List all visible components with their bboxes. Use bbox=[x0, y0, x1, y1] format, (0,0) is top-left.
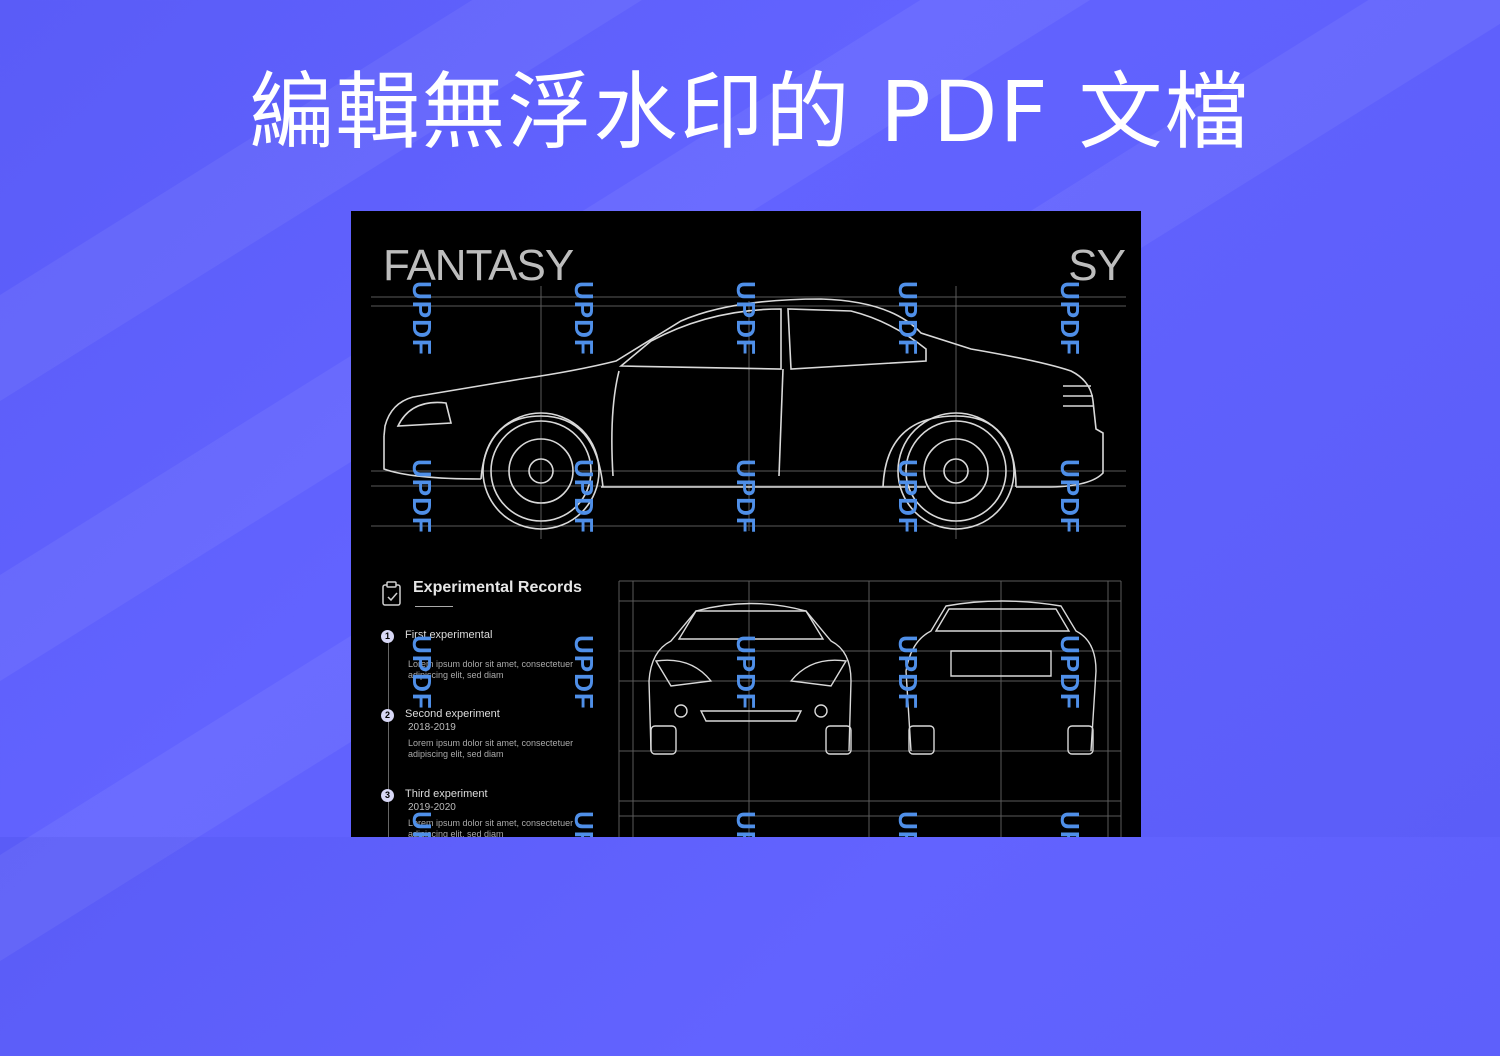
record-title: First experimental bbox=[405, 629, 493, 641]
car-rear-view bbox=[905, 600, 1097, 755]
watermark: UPDF bbox=[893, 635, 923, 710]
record-description: Lorem ipsum dolor sit amet, consectetuer… bbox=[408, 738, 574, 759]
watermark: UPDF bbox=[1055, 635, 1085, 710]
watermark: UPDF bbox=[407, 635, 437, 710]
doc-title-left: FANTASY bbox=[383, 241, 574, 290]
record-years: 2019-2020 bbox=[408, 802, 456, 813]
doc-title-right: SY bbox=[1068, 241, 1126, 290]
watermark: UPDF bbox=[731, 459, 761, 534]
timeline-line bbox=[388, 633, 389, 837]
records-heading: Experimental Records bbox=[413, 579, 582, 596]
record-description: Lorem ipsum dolor sit amet, consectetuer… bbox=[408, 659, 574, 680]
page-headline: 編輯無浮水印的 PDF 文檔 bbox=[249, 63, 1251, 161]
watermark: UPDF bbox=[1055, 281, 1085, 356]
records-divider bbox=[415, 606, 453, 607]
watermark: UPDF bbox=[569, 459, 599, 534]
car-blueprint-illustration bbox=[371, 286, 1126, 837]
record-number: 3 bbox=[381, 789, 394, 802]
watermark: UPDF bbox=[407, 459, 437, 534]
watermark: UPDF bbox=[406, 811, 437, 837]
watermark: UPDF bbox=[568, 811, 599, 837]
record-number: 1 bbox=[381, 630, 394, 643]
clipboard-icon bbox=[382, 581, 401, 606]
car-front-view bbox=[648, 602, 852, 755]
record-description: Lorem ipsum dolor sit amet, consectetuer… bbox=[408, 818, 574, 837]
record-title: Second experiment bbox=[405, 708, 500, 720]
watermark: UPDF bbox=[1054, 811, 1085, 837]
record-years: 2018-2019 bbox=[408, 722, 456, 733]
record-title: Third experiment bbox=[405, 788, 488, 800]
watermark: UPDF bbox=[892, 811, 923, 837]
watermark: UPDF bbox=[730, 811, 761, 837]
watermark: UPDF bbox=[569, 281, 599, 356]
watermark: UPDF bbox=[1055, 459, 1085, 534]
car-side-view bbox=[383, 298, 1104, 530]
watermark: UPDF bbox=[731, 281, 761, 356]
watermark: UPDF bbox=[569, 635, 599, 710]
watermark: UPDF bbox=[893, 281, 923, 356]
pdf-document-preview: FANTASY SY bbox=[351, 211, 1141, 837]
watermark: UPDF bbox=[893, 459, 923, 534]
watermark: UPDF bbox=[407, 281, 437, 356]
watermark: UPDF bbox=[731, 635, 761, 710]
record-number: 2 bbox=[381, 709, 394, 722]
